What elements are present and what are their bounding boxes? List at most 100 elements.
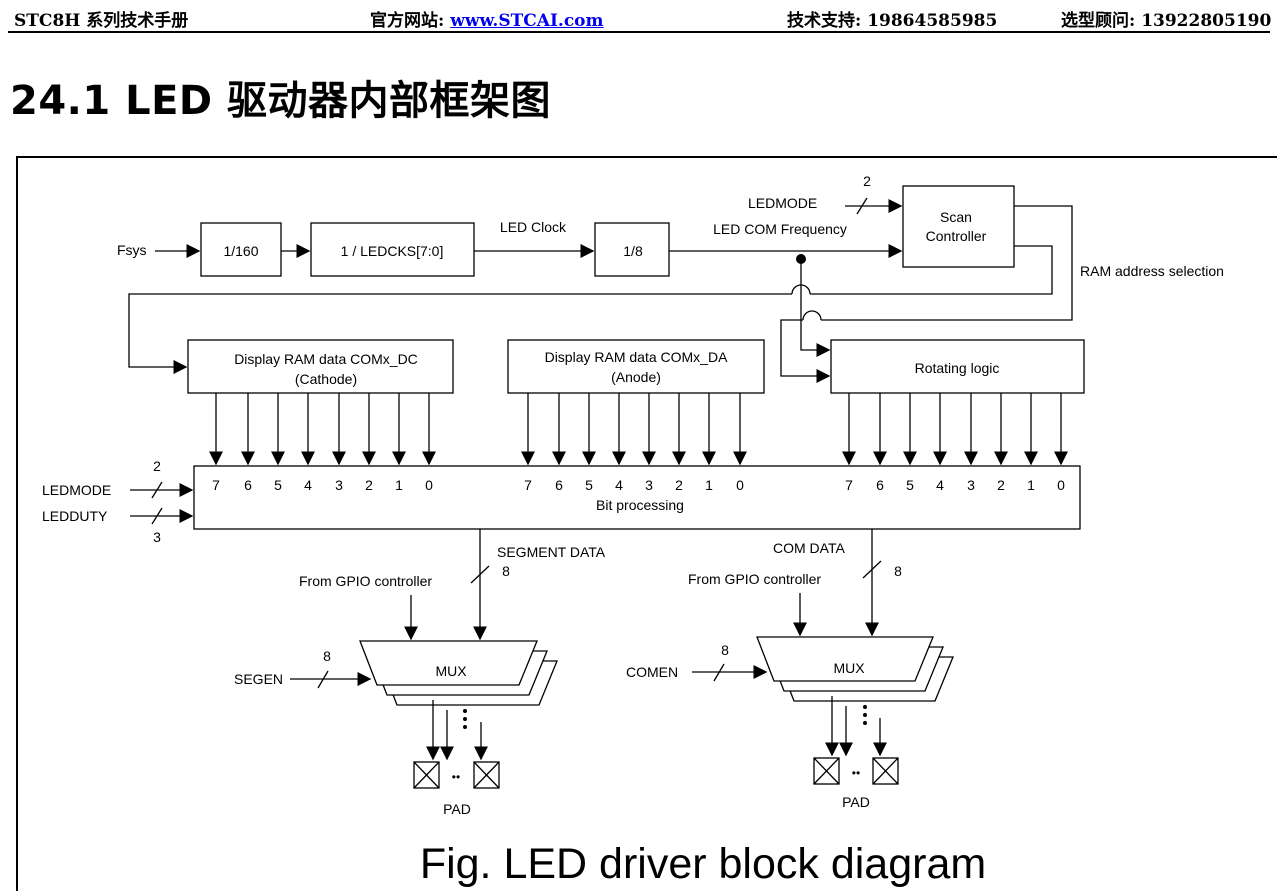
pad-left-label: PAD [443,801,471,817]
bit-label-cathode-0: 0 [425,477,433,493]
scan-controller-label-1: Scan [940,209,972,225]
website-label: 官方网站: [370,11,451,31]
ram-address-hop [802,310,822,321]
pad-left-dots: •• [452,770,460,784]
segen-slash [317,670,329,689]
rotating-logic-label: Rotating logic [915,360,1000,376]
rotating-logic-box [830,339,1085,394]
ram-da-box [507,339,765,394]
bit-label-anode-2: 2 [675,477,683,493]
bit-label-cathode-4: 4 [304,477,312,493]
doc-title: STC8H 系列技术手册 [14,11,189,31]
consultant-phone: 选型顾问: 13922805190 [1061,11,1272,31]
comen-width: 8 [721,642,729,658]
support-phone: 技术支持: 19864585985 [787,11,998,31]
website-link[interactable]: www.STCAI.com [450,11,604,31]
pad-right-1 [813,757,840,785]
bit-label-cathode-6: 6 [244,477,252,493]
com-data-label: COM DATA [773,540,845,556]
mux-right-label: MUX [833,660,865,676]
bit-label-cathode-3: 3 [335,477,343,493]
com-freq-tap-wire [800,259,831,357]
ledmode-top-label: LEDMODE [748,195,817,211]
section-title: 24.1 LED 驱动器内部框架图 [10,78,552,124]
scan-controller-label-2: Controller [926,228,987,244]
div8-box [594,222,670,277]
ram-address-label: RAM address selection [1080,263,1224,279]
bit-processing-box [193,465,1081,530]
ledduty-slash [151,507,163,525]
com-data-slash [862,560,882,579]
ledmode-left-label: LEDMODE [42,482,111,498]
website: 官方网站: www.STCAI.com [370,6,604,31]
bit-label-anode-1: 1 [705,477,713,493]
mux-left-box [359,640,538,686]
figure-caption: Fig. LED driver block diagram [420,840,986,888]
mux-left-ellipsis-dots [463,709,467,729]
ram-da-label-2: (Anode) [611,369,661,385]
bit-label-cathode-2: 2 [365,477,373,493]
scan-to-dc-wire-end [128,293,792,374]
ledduty-width: 3 [153,529,161,545]
bit-label-rotating-6: 6 [876,477,884,493]
mux-right-box [756,636,934,682]
ram-address-wire [821,205,1073,321]
ram-da-label-1: Display RAM data COMx_DA [545,349,728,365]
segen-label: SEGEN [234,671,283,687]
segment-data-slash [470,565,490,584]
bit-label-anode-0: 0 [736,477,744,493]
com-frequency-label: LED COM Frequency [713,221,847,237]
pad-left-2 [473,761,500,789]
ledcks-label: 1 / LEDCKS[7:0] [341,243,444,259]
segment-data-label: SEGMENT DATA [497,544,606,560]
com-freq-junction-dot [796,254,806,264]
ledmode-left-width: 2 [153,458,161,474]
div160-label: 1/160 [223,243,258,259]
ledmode-top-width: 2 [863,173,871,189]
segen-width: 8 [323,648,331,664]
mux-right-ellipsis-dots [863,705,867,725]
figure-frame [16,156,1277,891]
ledcks-box [310,222,475,277]
ram-address-wire-end [780,319,831,383]
bit-label-anode-7: 7 [524,477,532,493]
bit-label-rotating-1: 1 [1027,477,1035,493]
bit-label-anode-5: 5 [585,477,593,493]
pad-right-label: PAD [842,794,870,810]
bit-label-anode-3: 3 [645,477,653,493]
bit-processing-label: Bit processing [596,497,684,513]
segment-data-width: 8 [502,563,510,579]
bit-label-cathode-7: 7 [212,477,220,493]
ram-dc-box [187,339,454,394]
fsys-label: Fsys [117,242,147,258]
bit-arrow-group [209,393,1068,466]
comen-label: COMEN [626,664,678,680]
bit-label-rotating-3: 3 [967,477,975,493]
ram-dc-label-1: Display RAM data COMx_DC [234,351,418,367]
header-rule [8,31,1270,33]
ram-dc-label-2: (Cathode) [295,371,357,387]
bit-label-anode-4: 4 [615,477,623,493]
bit-label-rotating-5: 5 [906,477,914,493]
pad-right-dots: •• [852,766,860,780]
ledmode-top-slash [856,197,868,215]
bit-label-cathode-1: 1 [395,477,403,493]
div8-label: 1/8 [623,243,643,259]
scan-to-dc-wire [810,245,1053,295]
com-data-width: 8 [894,563,902,579]
pad-left-1 [413,761,440,789]
bit-label-rotating-7: 7 [845,477,853,493]
pad-right-2 [872,757,899,785]
gpio-left-label: From GPIO controller [299,573,432,589]
comen-slash [713,663,725,682]
led-clock-label: LED Clock [500,219,567,235]
ledmode-left-slash [151,481,163,499]
ledduty-label: LEDDUTY [42,508,108,524]
bit-label-anode-6: 6 [555,477,563,493]
mux-left-label: MUX [435,663,467,679]
bit-label-rotating-2: 2 [997,477,1005,493]
bit-label-rotating-0: 0 [1057,477,1065,493]
div160-box [200,222,282,277]
